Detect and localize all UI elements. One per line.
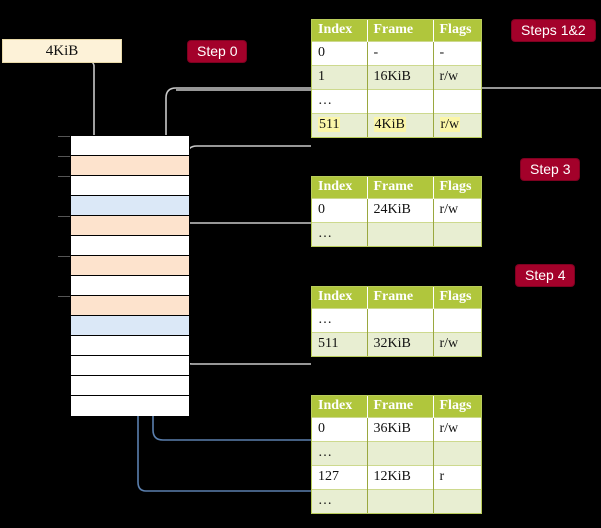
cell-flags: r/w (433, 416, 481, 441)
highlighted-value: 511 (318, 117, 341, 133)
cell-flags: r/w (433, 331, 481, 356)
column-header-frame: Frame (367, 20, 434, 41)
cell-index: … (312, 221, 368, 246)
cell-frame: 32KiB (367, 331, 434, 356)
table-row: 0 36KiB r/w (312, 416, 481, 441)
cell-index: 127 (312, 464, 368, 489)
column-header-frame: Frame (367, 177, 434, 198)
column-header-frame: Frame (367, 396, 434, 417)
memory-frame-row (71, 216, 189, 236)
table-row: 1 16KiB r/w (312, 64, 481, 89)
cell-frame: 24KiB (367, 197, 434, 222)
column-header-flags: Flags (433, 287, 481, 308)
cell-index: 0 (312, 197, 368, 222)
memory-frame-row (71, 236, 189, 256)
badge-steps-1-2: Steps 1&2 (512, 20, 595, 42)
page-table-level-3: Index Frame Flags 0 24KiB r/w … (311, 176, 482, 247)
cell-flags (433, 307, 481, 332)
table-row: … (312, 488, 481, 513)
cell-frame (367, 88, 434, 113)
frame-tick (58, 256, 70, 257)
cell-frame: 12KiB (367, 464, 434, 489)
badge-step-4: Step 4 (516, 265, 575, 287)
column-header-flags: Flags (433, 20, 481, 41)
badge-step-3: Step 3 (521, 159, 580, 181)
table-row: 0 - - (312, 40, 481, 65)
table-row: … (312, 221, 481, 246)
page-table-level-2: Index Frame Flags … 511 32KiB r/w (311, 286, 482, 357)
cell-flags: r/w (433, 197, 481, 222)
frame-tick (58, 216, 70, 217)
cell-frame: 16KiB (367, 64, 434, 89)
cell-flags: r (433, 464, 481, 489)
cell-frame: 4KiB (367, 112, 434, 137)
cell-flags (433, 221, 481, 246)
memory-frame-row (71, 156, 189, 176)
cell-index: 511 (312, 331, 368, 356)
table-row: 511 32KiB r/w (312, 331, 481, 356)
memory-frame-row (71, 136, 189, 156)
cell-index: 0 (312, 40, 368, 65)
table-row: … (312, 440, 481, 465)
physical-memory-frames (70, 135, 190, 416)
page-table-level-4: Index Frame Flags 0 - - 1 16KiB r/w … 51… (311, 19, 482, 138)
column-header-index: Index (312, 20, 368, 41)
column-header-index: Index (312, 287, 368, 308)
frame-tick (58, 176, 70, 177)
table-row: 127 12KiB r (312, 464, 481, 489)
cell-frame (367, 307, 434, 332)
size-label-4kib: 4KiB (2, 39, 122, 63)
frame-tick (58, 136, 70, 137)
column-header-flags: Flags (433, 396, 481, 417)
frame-tick (58, 156, 70, 157)
cell-frame: 36KiB (367, 416, 434, 441)
highlighted-value: 4KiB (373, 117, 406, 133)
cell-frame (367, 488, 434, 513)
cell-index: 511 (312, 112, 368, 137)
memory-frame-row (71, 296, 189, 316)
cell-index: … (312, 440, 368, 465)
frame-tick (58, 296, 70, 297)
memory-frame-row (71, 256, 189, 276)
memory-frame-row (71, 196, 189, 216)
cell-index: … (312, 88, 368, 113)
table-row-highlighted: 511 4KiB r/w (312, 112, 481, 137)
memory-frame-row (71, 396, 189, 416)
cell-index: … (312, 488, 368, 513)
highlighted-value: r/w (439, 117, 461, 133)
cell-index: … (312, 307, 368, 332)
column-header-frame: Frame (367, 287, 434, 308)
cell-flags: - (433, 40, 481, 65)
table-row: … (312, 88, 481, 113)
memory-frame-row (71, 376, 189, 396)
memory-frame-row (71, 316, 189, 336)
cell-flags: r/w (433, 64, 481, 89)
cell-index: 0 (312, 416, 368, 441)
memory-frame-row (71, 176, 189, 196)
column-header-index: Index (312, 177, 368, 198)
cell-flags (433, 488, 481, 513)
cell-flags (433, 88, 481, 113)
cell-frame: - (367, 40, 434, 65)
badge-step-0: Step 0 (188, 41, 247, 63)
column-header-index: Index (312, 396, 368, 417)
table-row: … (312, 307, 481, 332)
table-row: 0 24KiB r/w (312, 197, 481, 222)
memory-frame-row (71, 356, 189, 376)
cell-frame (367, 221, 434, 246)
column-header-flags: Flags (433, 177, 481, 198)
cell-flags (433, 440, 481, 465)
cell-index: 1 (312, 64, 368, 89)
memory-frame-row (71, 276, 189, 296)
cell-frame (367, 440, 434, 465)
memory-frame-row (71, 336, 189, 356)
page-table-level-1: Index Frame Flags 0 36KiB r/w … 127 12Ki… (311, 395, 482, 514)
cell-flags: r/w (433, 112, 481, 137)
